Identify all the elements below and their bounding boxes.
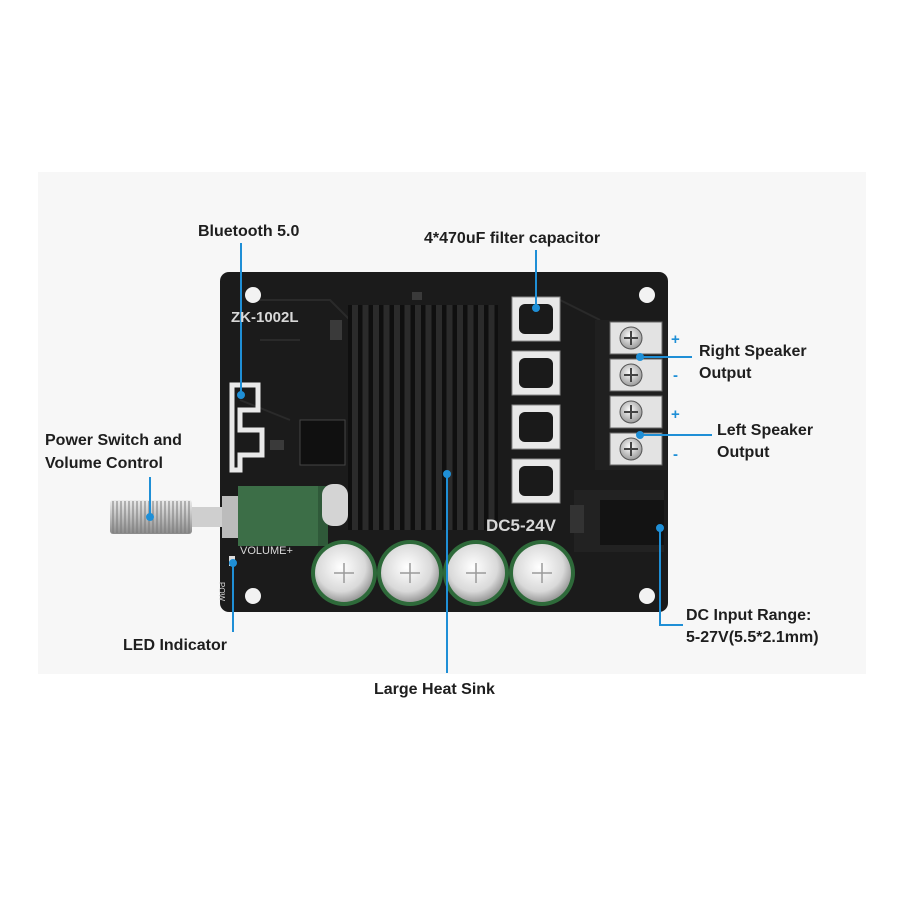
electrolytic-capacitor <box>311 540 377 606</box>
electrolytic-capacitor <box>377 540 443 606</box>
filter-capacitor <box>511 350 561 396</box>
bluetooth-label: Bluetooth 5.0 <box>198 223 300 240</box>
electrolytic-capacitor <box>443 540 509 606</box>
right-speaker-label-line2: Output <box>699 365 752 382</box>
dc-jack <box>570 490 664 552</box>
small-component <box>330 320 342 340</box>
heat-sink-fin <box>404 305 411 530</box>
speaker-terminal <box>609 432 663 466</box>
heat-sink-fin <box>436 305 442 530</box>
bluetooth-chip <box>299 419 346 466</box>
heat-sink-fin <box>394 305 400 530</box>
heat-sink-fin <box>352 305 358 530</box>
filter-capacitor <box>511 458 561 504</box>
heat-sink <box>348 305 498 530</box>
left-minus-sign: - <box>673 446 678 463</box>
mounting-hole <box>639 287 655 303</box>
left-plus-sign: + <box>671 406 680 423</box>
heat-sink-fin <box>425 305 432 530</box>
leader-dc-input <box>659 528 683 626</box>
filter-capacitor <box>511 296 561 342</box>
crystal <box>322 484 348 526</box>
heat-sink-fin <box>383 305 390 530</box>
small-component <box>270 440 284 450</box>
led-indicator-label: LED Indicator <box>123 637 228 654</box>
mounting-hole <box>639 588 655 604</box>
dc-input-label-line2: 5-27V(5.5*2.1mm) <box>686 629 819 646</box>
electrolytic-capacitor <box>509 540 575 606</box>
speaker-terminal <box>609 358 663 392</box>
heat-sink-fin <box>478 305 484 530</box>
heat-sink-fin <box>373 305 379 530</box>
left-speaker-label-line2: Output <box>717 444 770 461</box>
heat-sink-fin <box>457 305 463 530</box>
speaker-terminal <box>609 321 663 355</box>
mounting-hole <box>245 287 261 303</box>
left-speaker-label-line1: Left Speaker <box>717 422 814 439</box>
heat-sink-fin <box>467 305 474 530</box>
filter-capacitor-label: 4*470uF filter capacitor <box>424 230 601 247</box>
small-component <box>412 292 422 300</box>
power-switch-label-line2: Volume Control <box>45 455 163 472</box>
speaker-terminal <box>609 395 663 429</box>
model-marking: ZK-1002L <box>231 309 299 326</box>
right-speaker-label-line1: Right Speaker <box>699 343 807 360</box>
power-switch-label-line1: Power Switch and <box>45 432 182 449</box>
volume-marking: VOLUME+ <box>240 545 293 557</box>
right-minus-sign: - <box>673 367 678 384</box>
filter-capacitor <box>511 404 561 450</box>
pcb-antenna-icon <box>229 382 265 473</box>
filter-capacitor-row <box>511 296 561 504</box>
heat-sink-fin <box>446 305 453 530</box>
heat-sink-label: Large Heat Sink <box>374 681 495 698</box>
power-marking: POW <box>217 582 226 602</box>
heat-sink-fin <box>488 305 495 530</box>
mounting-hole <box>245 588 261 604</box>
heat-sink-fins <box>352 305 495 530</box>
heat-sink-fin <box>415 305 421 530</box>
voltage-marking: DC5-24V <box>486 516 556 535</box>
dc-input-label-line1: DC Input Range: <box>686 607 812 624</box>
heat-sink-fin <box>362 305 369 530</box>
potentiometer <box>110 486 328 546</box>
right-plus-sign: + <box>671 331 680 348</box>
